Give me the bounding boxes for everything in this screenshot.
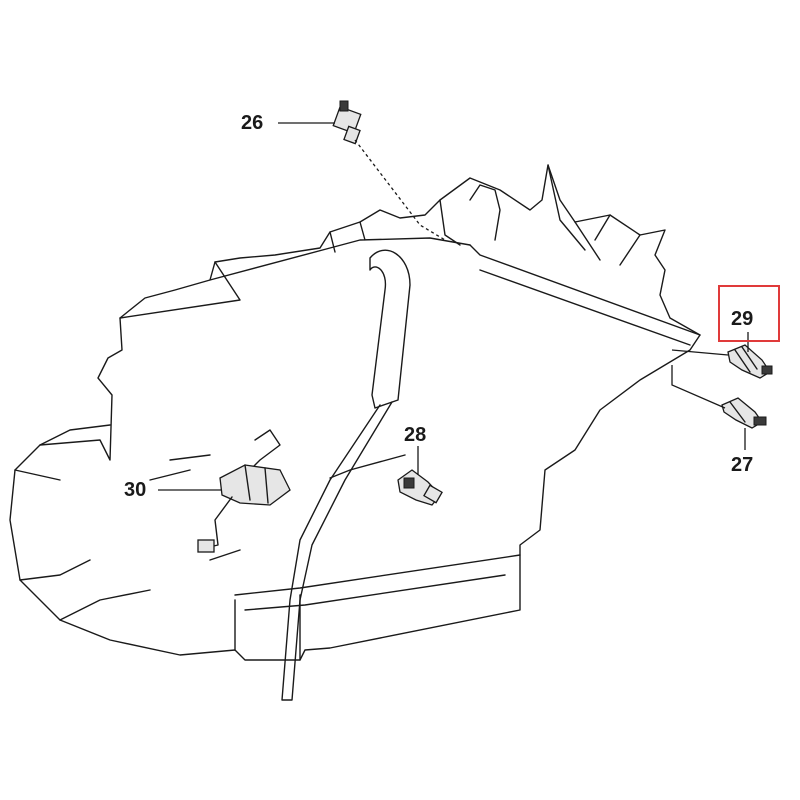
intake-manifold bbox=[439, 184, 701, 346]
callout-30: 30 bbox=[124, 479, 147, 501]
leader-line-27 bbox=[671, 365, 746, 450]
valve-cover-outline bbox=[119, 221, 471, 319]
coolant-hose bbox=[369, 249, 411, 409]
temperature-sensor-part bbox=[332, 100, 362, 145]
sensor-27-part bbox=[721, 397, 767, 429]
flywheel-housing bbox=[14, 424, 241, 621]
solenoid-part bbox=[197, 464, 291, 553]
callout-28: 28 bbox=[404, 424, 427, 446]
highlight-box bbox=[718, 285, 780, 342]
callout-26: 26 bbox=[241, 112, 264, 134]
fan-blades bbox=[547, 164, 641, 266]
dipstick-tube bbox=[281, 401, 393, 701]
wire-harness bbox=[249, 429, 406, 479]
callout-27: 27 bbox=[731, 454, 754, 476]
leader-line-29 bbox=[671, 332, 749, 356]
oil-pressure-switch-part bbox=[397, 469, 443, 506]
leader-line-26-dashed bbox=[354, 139, 446, 241]
oil-pan bbox=[234, 554, 521, 661]
engine-block-outline bbox=[9, 164, 701, 661]
sensor-29-part bbox=[727, 344, 773, 379]
callout-29: 29 bbox=[731, 308, 754, 330]
